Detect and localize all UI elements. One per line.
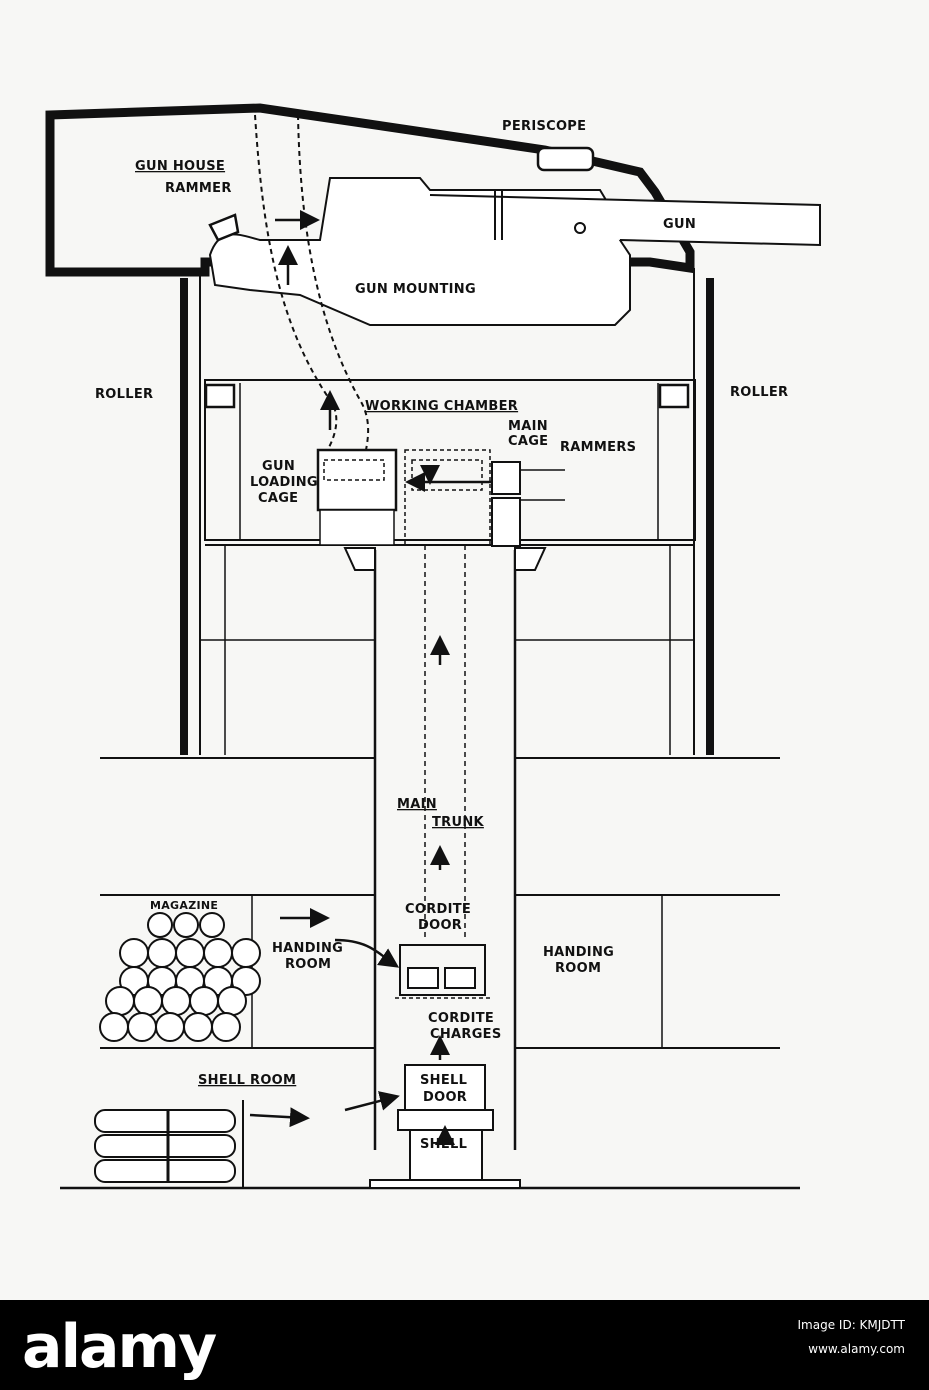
site-url[interactable]: www.alamy.com xyxy=(808,1342,905,1356)
roller-right-label: ROLLER xyxy=(730,385,788,400)
roller-right xyxy=(658,383,690,409)
turret-diagram: PERISCOPE GUN HOUSE RAMMER GUN GUN MOUNT… xyxy=(45,103,821,1190)
periscope-label: PERISCOPE xyxy=(502,119,586,134)
rammers-label: RAMMERS xyxy=(560,440,636,455)
cordite-charges-label-2: CHARGES xyxy=(430,1027,502,1042)
main-cage-label-2: CAGE xyxy=(508,434,548,449)
magazine-label: MAGAZINE xyxy=(150,899,218,912)
main-cage-label-1: MAIN xyxy=(508,419,548,434)
handing-room-left-label-2: ROOM xyxy=(285,957,331,972)
gun-loading-cage-label-2: LOADING xyxy=(250,475,318,490)
gun-mounting-label: GUN MOUNTING xyxy=(355,282,476,297)
shell-room-label: SHELL ROOM xyxy=(198,1073,296,1088)
shell-room-shells xyxy=(94,1109,236,1183)
gun-barrel xyxy=(429,194,821,247)
handing-room-right-label-2: ROOM xyxy=(555,961,601,976)
magazine-cordite xyxy=(99,912,261,1042)
roller-left-label: ROLLER xyxy=(95,387,153,402)
gun-house-armour xyxy=(45,103,695,277)
turret-cross-section: PERISCOPE GUN HOUSE RAMMER GUN GUN MOUNT… xyxy=(45,103,821,1190)
main-trunk-label-2: TRUNK xyxy=(432,815,485,830)
cordite-handling-box xyxy=(399,944,486,996)
working-chamber xyxy=(204,379,696,541)
gun-house-rammer xyxy=(208,213,240,242)
shell-door xyxy=(404,1064,486,1111)
roller-left xyxy=(204,383,236,409)
cordite-door-label-2: DOOR xyxy=(418,918,462,933)
rammers xyxy=(491,461,521,495)
handing-room-left-label-1: HANDING xyxy=(272,941,343,956)
brand-logo: alamy xyxy=(22,1312,217,1382)
cordite-door-label-1: CORDITE xyxy=(405,902,471,917)
main-trunk-label-1: MAIN xyxy=(397,797,437,812)
footer-bar xyxy=(0,1300,929,1390)
rammer-label: RAMMER xyxy=(165,181,232,196)
gun-loading-cage-label-1: GUN xyxy=(262,459,295,474)
shell-label: SHELL xyxy=(420,1137,467,1152)
handing-room-right-label-1: HANDING xyxy=(543,945,614,960)
working-chamber-label: WORKING CHAMBER xyxy=(365,399,518,414)
main-cage xyxy=(404,449,491,546)
gun-label: GUN xyxy=(663,217,696,232)
image-id: Image ID: KMJDTT xyxy=(797,1318,905,1332)
gun-loading-cage-label-3: CAGE xyxy=(258,491,298,506)
gun-house-label: GUN HOUSE xyxy=(135,159,225,174)
shell-door-label-1: SHELL xyxy=(420,1073,467,1088)
shell-door-label-2: DOOR xyxy=(423,1090,467,1105)
periscope xyxy=(536,146,595,172)
cordite-charges-label-1: CORDITE xyxy=(428,1011,494,1026)
